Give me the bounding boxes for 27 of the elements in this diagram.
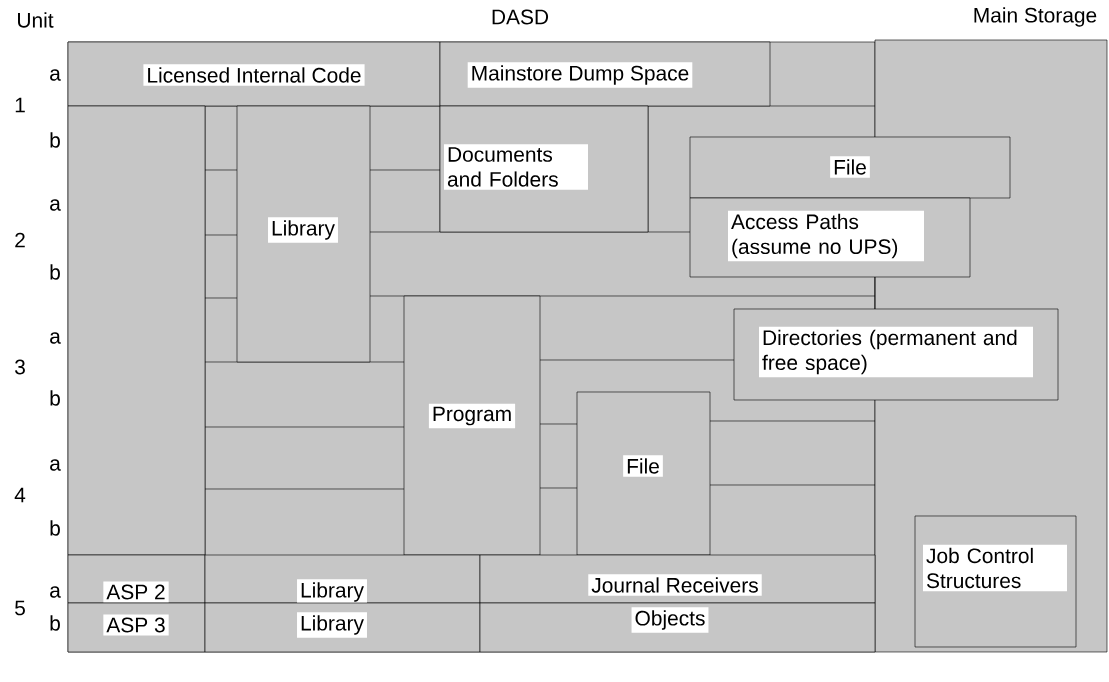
unit-label: b bbox=[50, 132, 60, 148]
storage-area: ASP 3 bbox=[67, 602, 206, 653]
unit-label: 4 bbox=[14, 487, 26, 503]
storage-area: Access Paths (assume no UPS) bbox=[689, 197, 971, 278]
unit-label: b bbox=[50, 615, 60, 631]
unit-label: 2 bbox=[15, 232, 25, 248]
unit-label: 3 bbox=[15, 359, 25, 375]
storage-area: Licensed Internal Code bbox=[67, 41, 441, 107]
storage-area: Objects bbox=[479, 602, 876, 653]
storage-area: Journal Receivers bbox=[479, 554, 876, 604]
storage-area: ASP 2 bbox=[67, 554, 206, 604]
storage-area: Library bbox=[236, 105, 371, 363]
storage-area: Documents and Folders bbox=[439, 105, 649, 233]
unit-label: b bbox=[50, 520, 60, 536]
storage-area: Library bbox=[204, 602, 481, 653]
unit-label: a bbox=[50, 586, 61, 598]
storage-area: Mainstore Dump Space bbox=[439, 41, 771, 107]
unit-label: a bbox=[50, 69, 61, 81]
unit-label: 5 bbox=[15, 600, 25, 616]
node-label: Main Storage bbox=[974, 7, 1097, 27]
axis-label: Unit bbox=[18, 12, 54, 28]
unit-label: 1 bbox=[15, 97, 25, 113]
storage-area: File bbox=[576, 391, 711, 556]
storage-area: Job Control Structures bbox=[914, 515, 1077, 648]
storage-area: File bbox=[689, 136, 1011, 199]
storage-area: Directories (permanent and free space) bbox=[733, 308, 1059, 401]
node-label: DASD bbox=[492, 9, 549, 25]
